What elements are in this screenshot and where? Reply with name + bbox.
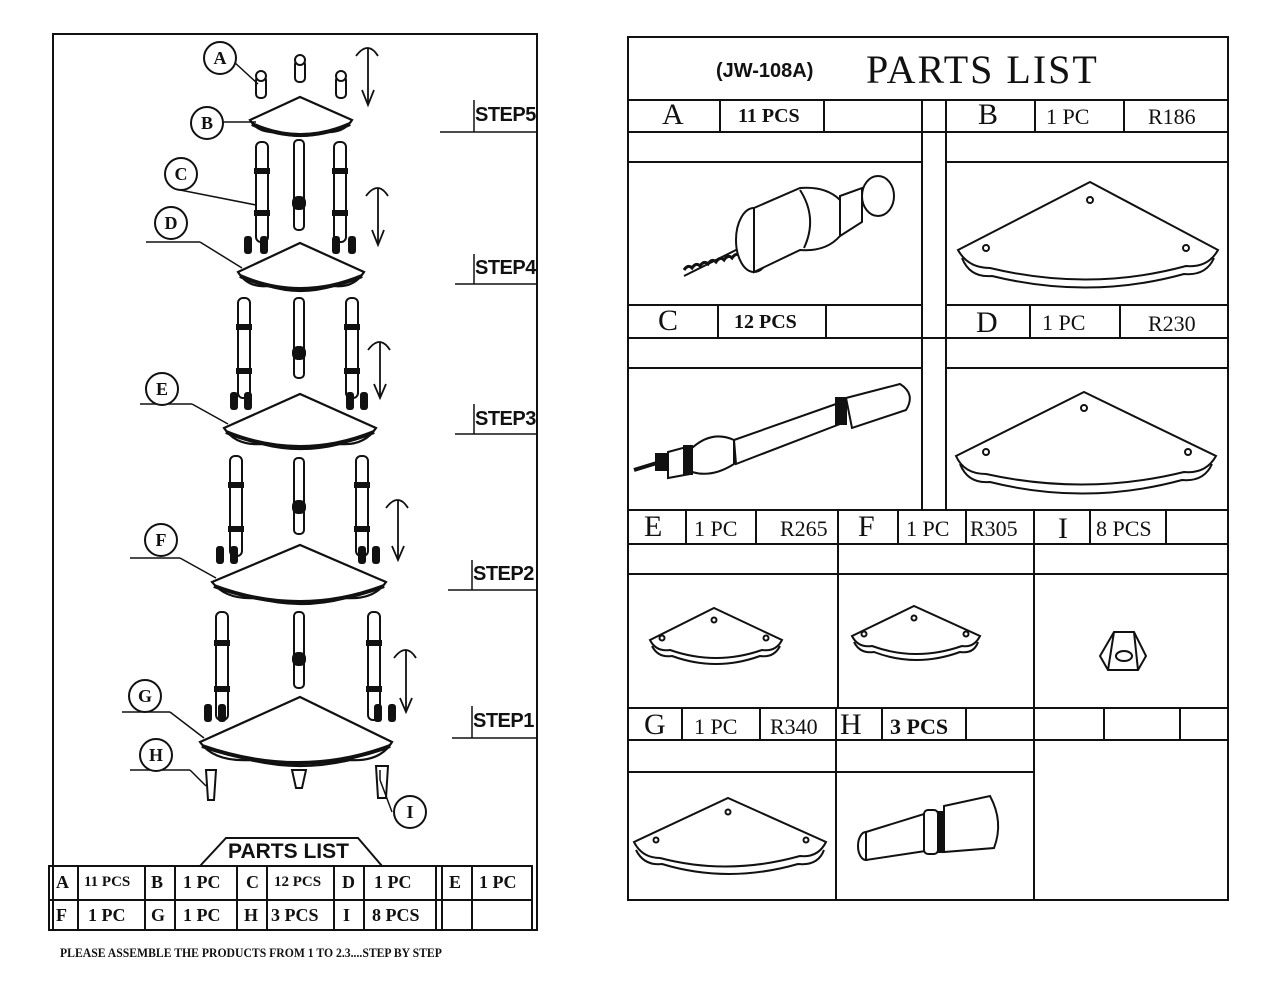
left-table-letter: H: [244, 905, 259, 925]
left-table-count: 1 PC: [183, 872, 221, 892]
left-table-count: 12 PCS: [274, 874, 322, 890]
step2-label: STEP2: [473, 563, 534, 585]
part-d-count: 1 PC: [1042, 310, 1086, 335]
part-a-count: 11 PCS: [738, 105, 800, 127]
left-parts-list-title: PARTS LIST: [228, 840, 349, 863]
callout-c: C: [164, 157, 198, 191]
part-i-count: 8 PCS: [1096, 516, 1152, 541]
part-h-letter: H: [840, 708, 862, 741]
left-table-count: 11 PCS: [84, 874, 131, 890]
part-e-drawing: [648, 606, 784, 665]
callout-d: D: [154, 206, 188, 240]
left-table-count: 3 PCS: [271, 905, 319, 925]
left-table-count: 1 PC: [479, 872, 517, 892]
part-c-count: 12 PCS: [734, 311, 797, 333]
part-c-drawing: [633, 382, 911, 480]
left-table-count: 1 PC: [374, 872, 412, 892]
part-d-letter: D: [976, 306, 998, 339]
part-i-letter: I: [1058, 512, 1068, 545]
callout-h: H: [139, 738, 173, 772]
part-b-count: 1 PC: [1046, 104, 1090, 129]
part-g-letter: G: [644, 708, 666, 741]
left-table-count: 1 PC: [88, 905, 126, 925]
callout-f: F: [144, 523, 178, 557]
left-table-letter: D: [342, 872, 355, 892]
left-table-letter: F: [56, 905, 67, 925]
part-a-letter: A: [662, 98, 684, 131]
part-f-size: R305: [970, 516, 1018, 541]
callout-a: A: [203, 41, 237, 75]
part-h-count: 3 PCS: [890, 714, 949, 739]
part-b-letter: B: [978, 98, 999, 131]
part-f-letter: F: [858, 510, 875, 543]
assembly-instruction: PLEASE ASSEMBLE THE PRODUCTS FROM 1 TO 2…: [60, 945, 442, 960]
callout-i: I: [393, 795, 427, 829]
left-table-letter: E: [449, 872, 462, 892]
callout-g: G: [128, 679, 162, 713]
part-e-letter: E: [644, 510, 663, 543]
part-e-size: R265: [780, 516, 828, 541]
left-table-count: 1 PC: [183, 905, 221, 925]
step3-label: STEP3: [475, 408, 536, 430]
part-g-size: R340: [770, 714, 818, 739]
part-c-letter: C: [658, 304, 679, 337]
part-a-drawing: [682, 175, 895, 277]
callout-e: E: [145, 372, 179, 406]
part-g-drawing: [632, 796, 828, 875]
step1-label: STEP1: [473, 710, 534, 732]
part-h-drawing: [857, 794, 1000, 862]
step5-label: STEP5: [475, 104, 536, 126]
left-table-letter: C: [246, 872, 259, 892]
parts-list-title: PARTS LIST: [866, 47, 1099, 92]
left-table-count: 8 PCS: [372, 905, 420, 925]
part-f-drawing: [850, 604, 982, 661]
step4-label: STEP4: [475, 257, 536, 279]
part-b-size: R186: [1148, 104, 1196, 129]
left-table-letter: A: [56, 872, 69, 892]
part-g-count: 1 PC: [694, 714, 738, 739]
left-table-letter: B: [151, 872, 164, 892]
part-d-size: R230: [1148, 311, 1196, 336]
part-f-count: 1 PC: [906, 516, 950, 541]
part-d-drawing: [954, 390, 1218, 495]
part-e-count: 1 PC: [694, 516, 738, 541]
part-b-drawing: [956, 180, 1220, 289]
left-table-letter: I: [343, 905, 351, 925]
part-i-drawing: [1098, 631, 1148, 671]
callout-b: B: [190, 106, 224, 140]
left-table-letter: G: [151, 905, 166, 925]
model-number: (JW-108A): [716, 60, 814, 82]
